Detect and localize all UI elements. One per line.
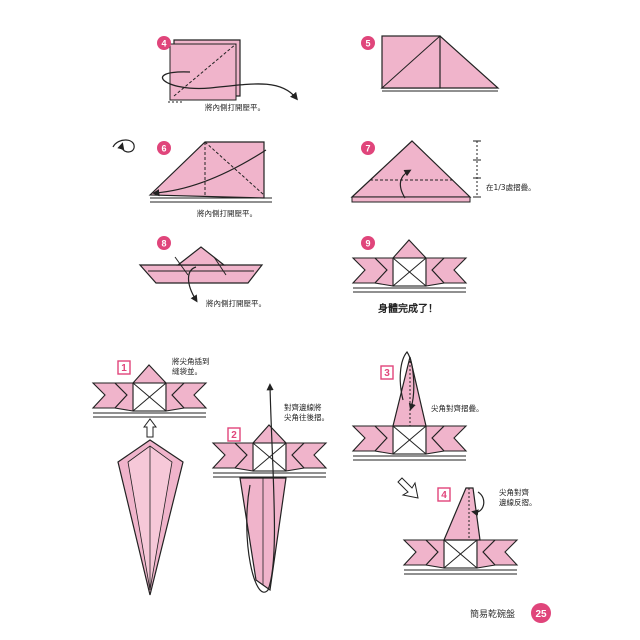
assembly-2-number-box [227,427,241,442]
step-5-diagram [380,35,500,92]
assembly-2-caption-line1: 對齊邊線將 [284,402,322,412]
footer-title: 簡易乾碗盤 [470,608,515,620]
assembly-3-caption: 尖角對齊摺疊。 [431,403,484,413]
step-6-number-badge [157,141,171,155]
step-8-number-badge [157,236,171,250]
step-7-caption: 在1/3處摺疊。 [486,182,536,192]
assembly-1-caption-line1: 將尖角插到 [172,356,210,366]
assembly-4-number: 4 [441,490,447,501]
step-5-number-badge [361,36,375,50]
step-6-caption: 將內側打開壓平。 [197,208,257,218]
assembly-1-number: 1 [121,363,127,374]
assembly-2-number: 2 [231,430,237,441]
step-9-number-badge [361,236,375,250]
assembly-2-diagram [211,383,328,593]
page-number-badge [531,603,551,623]
assembly-3-number: 3 [384,368,390,379]
step-9-caption: 身體完成了！ [378,302,438,315]
assembly-4-caption-line2: 邊線反摺。 [499,497,537,507]
page-number: 25 [535,609,547,620]
step-8-diagram [138,246,264,303]
assembly-3-number-box [380,365,394,380]
step-5-number: 5 [365,39,370,49]
step-4-caption: 將內側打開壓平。 [205,102,265,112]
step-7-diagram [350,140,481,203]
assembly-3-diagram [351,351,468,499]
assembly-4-caption-line1: 尖角對齊 [499,487,529,497]
step-7-number-badge [361,141,375,155]
assembly-1-diagram [91,364,208,596]
step-9-diagram [351,239,468,293]
step-4-number: 4 [161,39,166,49]
assembly-1-caption-line2: 縫袋並。 [172,366,202,376]
assembly-4-diagram [402,487,519,575]
step-4-diagram [161,39,298,103]
assembly-2-caption-line2: 尖角往後摺。 [284,412,329,422]
step-4-number-badge [157,36,171,50]
step-6-diagram [112,139,272,203]
step-9-number: 9 [365,239,370,249]
step-8-caption: 將內側打開壓平。 [206,298,266,308]
assembly-1-number-box [117,360,131,375]
step-6-number: 6 [161,144,166,154]
step-7-number: 7 [365,144,370,154]
step-8-number: 8 [161,239,166,249]
assembly-4-number-box [437,487,451,502]
